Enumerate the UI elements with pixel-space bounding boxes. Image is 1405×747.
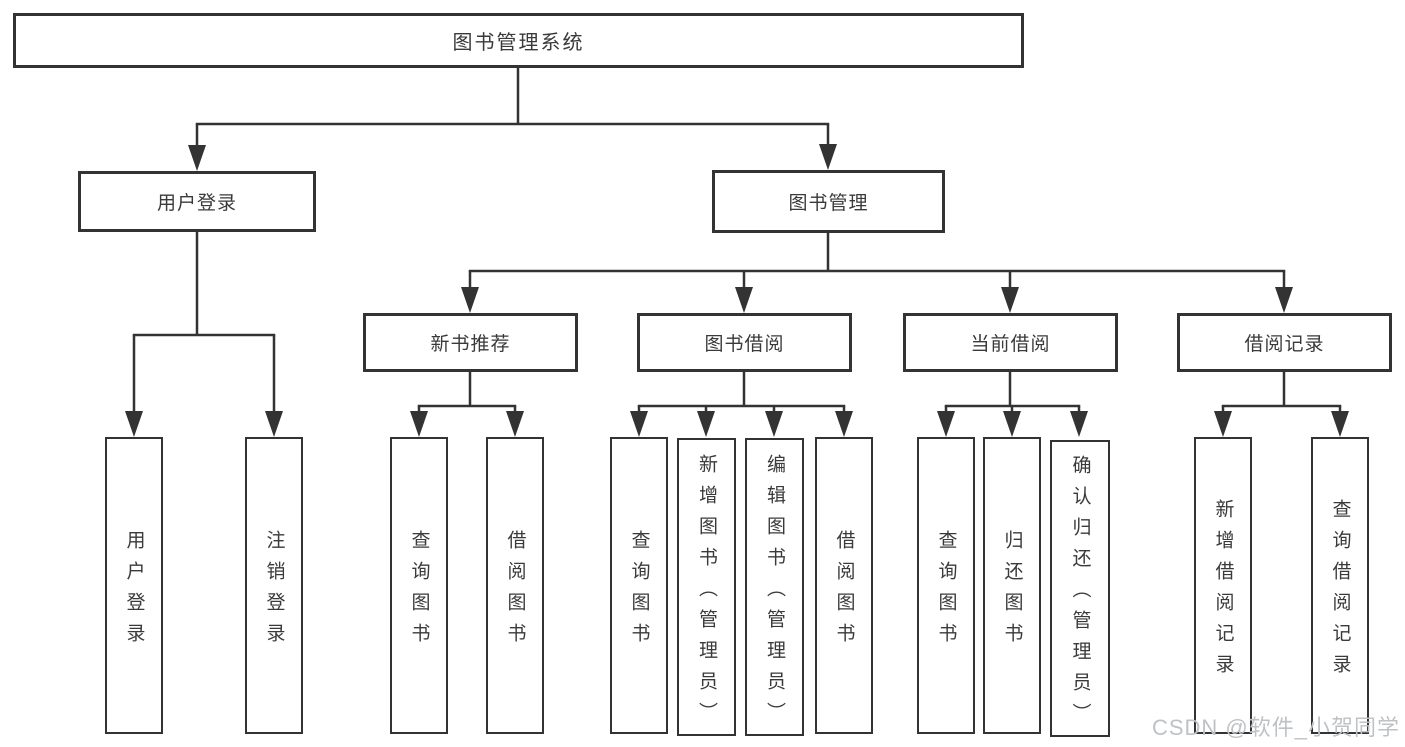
node-book-mgmt: 图书管理 xyxy=(712,170,945,233)
leaf-cb-return-book: 归还图书 xyxy=(983,437,1041,734)
leaf-nb-borrow-book-label: 借阅图书 xyxy=(504,529,526,654)
csdn-watermark: CSDN @软件_小贺同学 xyxy=(1151,715,1400,740)
leaf-bb-borrow-book: 借阅图书 xyxy=(815,437,873,734)
node-borrow-record: 借阅记录 xyxy=(1177,313,1392,372)
node-root: 图书管理系统 xyxy=(13,13,1024,68)
leaf-br-query-record: 查询借阅记录 xyxy=(1311,437,1369,734)
connector-book-borrow-children xyxy=(630,372,853,437)
node-book-borrow-label: 图书借阅 xyxy=(704,334,785,355)
node-current-borrow: 当前借阅 xyxy=(903,313,1118,372)
leaf-logout: 注销登录 xyxy=(245,437,303,734)
node-user-login-label: 用户登录 xyxy=(156,193,237,214)
node-root-label: 图书管理系统 xyxy=(452,32,585,54)
leaf-nb-borrow-book: 借阅图书 xyxy=(486,437,544,734)
leaf-user-login-label: 用户登录 xyxy=(123,529,145,654)
leaf-logout-label: 注销登录 xyxy=(263,529,285,654)
node-borrow-record-label: 借阅记录 xyxy=(1244,334,1325,355)
leaf-cb-return-book-label: 归还图书 xyxy=(1001,529,1023,654)
leaf-br-query-record-label: 查询借阅记录 xyxy=(1329,498,1351,685)
leaf-nb-query-book: 查询图书 xyxy=(390,437,448,734)
node-book-mgmt-label: 图书管理 xyxy=(788,193,869,214)
connector-book-mgmt-children xyxy=(461,233,1293,313)
leaf-cb-confirm-return: 确认归还（管理员） xyxy=(1050,440,1110,737)
leaf-bb-edit-book: 编辑图书（管理员） xyxy=(745,438,804,736)
leaf-bb-borrow-book-label: 借阅图书 xyxy=(833,529,855,654)
leaf-cb-query-book: 查询图书 xyxy=(917,437,975,734)
node-new-book-label: 新书推荐 xyxy=(430,334,511,355)
leaf-user-login: 用户登录 xyxy=(105,437,163,734)
leaf-bb-query-book: 查询图书 xyxy=(610,437,668,734)
leaf-nb-query-book-label: 查询图书 xyxy=(408,529,430,654)
leaf-bb-add-book-label: 新增图书（管理员） xyxy=(696,453,717,733)
node-book-borrow: 图书借阅 xyxy=(637,313,852,372)
leaf-bb-query-book-label: 查询图书 xyxy=(628,529,650,654)
leaf-bb-add-book: 新增图书（管理员） xyxy=(677,438,736,736)
connector-borrow-record-children xyxy=(1214,372,1349,437)
leaf-cb-query-book-label: 查询图书 xyxy=(935,529,957,654)
leaf-br-add-record-label: 新增借阅记录 xyxy=(1212,498,1234,685)
connector-current-borrow-children xyxy=(937,372,1088,437)
leaf-br-add-record: 新增借阅记录 xyxy=(1194,437,1252,734)
node-new-book: 新书推荐 xyxy=(363,313,578,372)
connector-new-book-children xyxy=(410,372,524,437)
connector-user-login-children xyxy=(125,232,283,437)
leaf-bb-edit-book-label: 编辑图书（管理员） xyxy=(764,453,785,733)
connector-root-to-level2 xyxy=(188,68,837,171)
node-user-login: 用户登录 xyxy=(78,171,316,232)
node-current-borrow-label: 当前借阅 xyxy=(970,334,1051,355)
leaf-cb-confirm-return-label: 确认归还（管理员） xyxy=(1069,455,1091,734)
